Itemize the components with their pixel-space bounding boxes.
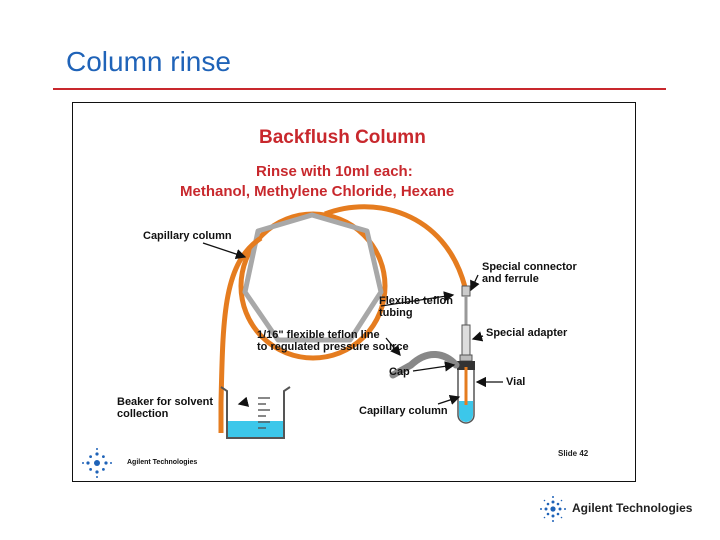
label-teflon-line-2: to regulated pressure source (257, 341, 409, 353)
label-special-connector-2: and ferrule (482, 273, 539, 285)
beaker-liquid (227, 421, 284, 438)
agilent-logo-icon (540, 496, 566, 522)
diagram-heading: Backflush Column (259, 127, 426, 148)
label-flexible-tubing-2: tubing (379, 307, 413, 319)
backflush-diagram (82, 204, 503, 478)
label-vial: Vial (506, 376, 526, 388)
inner-agilent-logo-icon (82, 448, 112, 478)
label-cap: Cap (389, 366, 410, 378)
vial-liquid (459, 401, 473, 422)
beaker-graduations (258, 397, 270, 429)
beaker (220, 386, 291, 439)
special-connector (461, 285, 471, 297)
instruction-line-1: Rinse with 10ml each: (256, 163, 413, 180)
label-beaker-1: Beaker for solvent (117, 396, 213, 408)
label-special-adapter: Special adapter (486, 327, 568, 339)
vial-cap (457, 361, 475, 370)
label-capillary-column-bottom: Capillary column (359, 405, 448, 417)
label-beaker-2: collection (117, 408, 169, 420)
label-flexible-tubing-1: Flexible teflon (379, 295, 453, 307)
diagram-frame: Backflush Column Rinse with 10ml each: M… (72, 102, 636, 482)
label-capillary-column-top: Capillary column (143, 230, 232, 242)
title-divider (53, 88, 666, 90)
special-adapter (461, 324, 471, 356)
column-to-connector (324, 204, 468, 288)
label-special-connector-1: Special connector (482, 261, 577, 273)
slide-title: Column rinse (66, 46, 231, 77)
footer-logo-text: Agilent Technologies (572, 501, 693, 515)
instruction-line-2: Methanol, Methylene Chloride, Hexane (180, 183, 455, 200)
slide-number: Slide 42 (558, 449, 589, 458)
label-teflon-line-1: 1/16" flexible teflon line (257, 329, 380, 341)
vial (457, 370, 475, 424)
inner-logo-text: Agilent Technologies (127, 459, 198, 466)
